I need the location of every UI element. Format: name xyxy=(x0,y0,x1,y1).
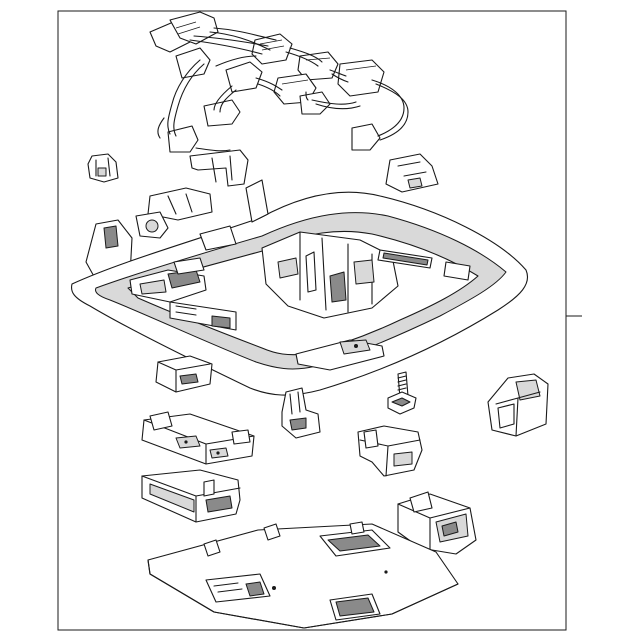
trim-cover-panel xyxy=(147,521,459,629)
screw xyxy=(387,371,417,415)
switch-module-small xyxy=(155,355,213,393)
diagram-frame xyxy=(57,10,567,631)
switch-panel-lower xyxy=(141,469,241,523)
overhead-console-housing xyxy=(70,179,528,396)
lamp-assembly-center xyxy=(357,425,423,477)
clip-connector xyxy=(281,387,321,439)
bracket-center xyxy=(189,149,249,187)
control-module-right xyxy=(397,491,477,555)
lamp-assembly-left xyxy=(141,411,255,465)
bracket-clip-left xyxy=(87,153,119,183)
bracket-clip-right xyxy=(385,153,439,193)
wiring-harness xyxy=(149,11,409,153)
switch-module-right xyxy=(487,373,549,437)
lamp-socket xyxy=(135,187,213,239)
